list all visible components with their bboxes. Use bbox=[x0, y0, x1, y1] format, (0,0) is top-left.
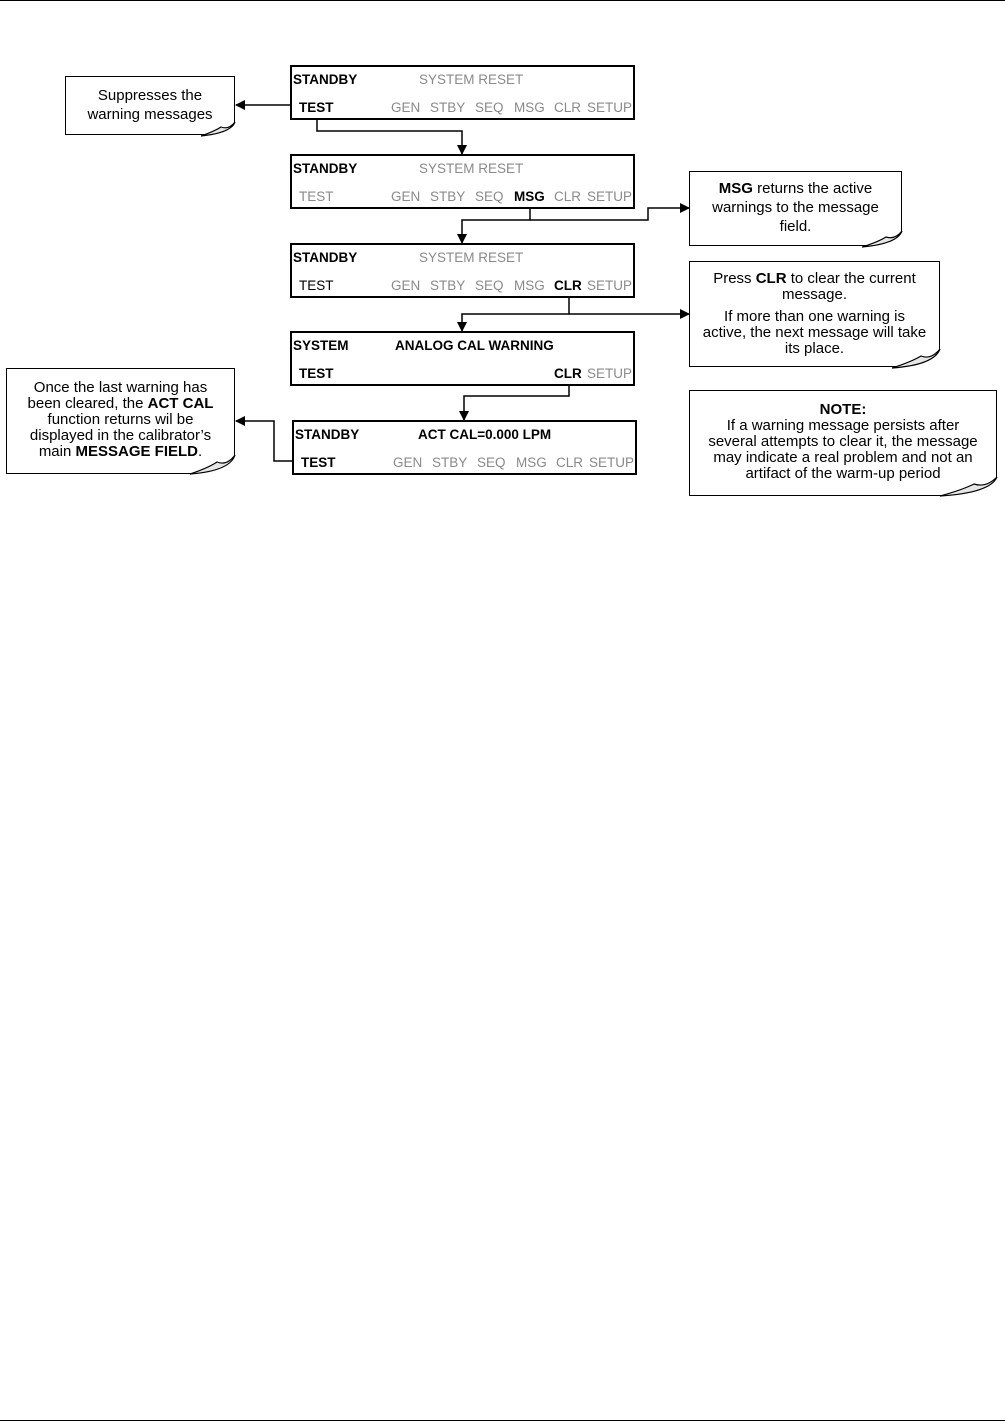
callout-text: its place. bbox=[784, 340, 845, 357]
seq-button[interactable]: SEQ bbox=[477, 455, 506, 470]
callout-text: artifact of the warm-up period bbox=[745, 465, 941, 482]
clr-button[interactable]: CLR bbox=[554, 189, 582, 204]
msg-button[interactable]: MSG bbox=[516, 455, 547, 470]
msg-button[interactable]: MSG bbox=[514, 100, 545, 115]
seq-button[interactable]: SEQ bbox=[475, 189, 504, 204]
clr-button[interactable]: CLR bbox=[554, 366, 582, 381]
callout-text: warnings to the message bbox=[712, 199, 879, 216]
clr-button[interactable]: CLR bbox=[554, 278, 582, 293]
callout-clr: Press CLR to clear the current message. … bbox=[689, 261, 940, 367]
setup-button[interactable]: SETUP bbox=[587, 189, 633, 204]
setup-button[interactable]: SETUP bbox=[589, 455, 635, 470]
callout-last-warning: Once the last warning has been cleared, … bbox=[6, 368, 235, 474]
status-label: STANDBY bbox=[295, 427, 360, 442]
arrow-clr-to-screen5 bbox=[459, 380, 570, 421]
gen-button[interactable]: GEN bbox=[391, 100, 421, 115]
test-button[interactable]: TEST bbox=[299, 100, 334, 115]
callout-text: main MESSAGE FIELD. bbox=[7, 444, 234, 460]
callout-text: been cleared, the bbox=[27, 395, 148, 412]
setup-button[interactable]: SETUP bbox=[587, 100, 633, 115]
callout-bold: MESSAGE FIELD bbox=[75, 443, 199, 460]
arrow-to-last-callout bbox=[235, 416, 295, 462]
status-label: STANDBY bbox=[293, 250, 358, 265]
callout-bold: MSG bbox=[718, 180, 753, 197]
message-field: ACT CAL=0.000 LPM bbox=[418, 427, 552, 442]
callout-text: displayed in the calibrator’s bbox=[29, 427, 212, 444]
note-title: NOTE: bbox=[819, 401, 867, 418]
status-label: STANDBY bbox=[293, 161, 358, 176]
callout-text: returns the active bbox=[752, 180, 873, 197]
callout-note: NOTE: If a warning message persists afte… bbox=[689, 390, 997, 496]
stby-button[interactable]: STBY bbox=[432, 455, 468, 470]
test-button[interactable]: TEST bbox=[299, 189, 334, 204]
callout-text: function returns wil be bbox=[47, 411, 194, 428]
callout-text: MSG returns the active bbox=[690, 181, 901, 197]
stby-button[interactable]: STBY bbox=[430, 278, 466, 293]
msg-button[interactable]: MSG bbox=[514, 278, 545, 293]
callout-text: Press CLR to clear the current bbox=[690, 271, 939, 287]
message-field: ANALOG CAL WARNING bbox=[395, 338, 554, 353]
stby-button[interactable]: STBY bbox=[430, 100, 466, 115]
callout-text: main bbox=[38, 443, 76, 460]
stby-button[interactable]: STBY bbox=[430, 189, 466, 204]
callout-msg: MSG returns the active warnings to the m… bbox=[689, 171, 902, 246]
gen-button[interactable]: GEN bbox=[393, 455, 423, 470]
display-screen-4: SYSTEM ANALOG CAL WARNING TEST CLR SETUP bbox=[290, 331, 635, 386]
page-curl-icon bbox=[201, 121, 236, 137]
callout-suppress: Suppresses the warning messages bbox=[65, 76, 235, 135]
callout-text: warning messages bbox=[87, 106, 213, 123]
callout-text: Once the last warning has bbox=[33, 379, 208, 396]
page-curl-icon bbox=[862, 230, 903, 248]
clr-button[interactable]: CLR bbox=[554, 100, 582, 115]
callout-text: several attempts to clear it, the messag… bbox=[708, 433, 978, 450]
arrow-test-to-screen2 bbox=[316, 117, 467, 155]
display-screen-1: STANDBY SYSTEM RESET TEST GEN STBY SEQ M… bbox=[290, 65, 635, 120]
arrow-msg-to-callout bbox=[530, 203, 690, 221]
callout-text: field. bbox=[779, 218, 812, 235]
callout-bold: ACT CAL bbox=[147, 395, 214, 412]
callout-text: been cleared, the ACT CAL bbox=[7, 396, 234, 412]
seq-button[interactable]: SEQ bbox=[475, 278, 504, 293]
top-rule bbox=[0, 0, 1005, 1]
page-curl-icon bbox=[892, 348, 941, 369]
status-label: STANDBY bbox=[293, 72, 358, 87]
message-field: SYSTEM RESET bbox=[419, 250, 524, 265]
status-label: SYSTEM bbox=[293, 338, 349, 353]
msg-button[interactable]: MSG bbox=[514, 189, 545, 204]
display-screen-5: STANDBY ACT CAL=0.000 LPM TEST GEN STBY … bbox=[292, 420, 637, 475]
seq-button[interactable]: SEQ bbox=[475, 100, 504, 115]
callout-text: active, the next message will take bbox=[702, 324, 927, 341]
message-field: SYSTEM RESET bbox=[419, 161, 524, 176]
arrow-clr-to-screen4 bbox=[457, 292, 570, 332]
arrow-msg-to-screen3 bbox=[457, 203, 531, 244]
callout-text: If a warning message persists after bbox=[726, 417, 960, 434]
page-curl-icon bbox=[940, 476, 998, 497]
test-button[interactable]: TEST bbox=[301, 455, 336, 470]
gen-button[interactable]: GEN bbox=[391, 278, 421, 293]
callout-text: Press bbox=[713, 270, 756, 287]
display-screen-3: STANDBY SYSTEM RESET TEST GEN STBY SEQ M… bbox=[290, 243, 635, 298]
message-field: SYSTEM RESET bbox=[419, 72, 524, 87]
page-curl-icon bbox=[190, 454, 236, 475]
callout-text: Suppresses the bbox=[97, 87, 203, 104]
gen-button[interactable]: GEN bbox=[391, 189, 421, 204]
callout-text: to clear the current bbox=[786, 270, 916, 287]
callout-text: If more than one warning is bbox=[724, 308, 905, 325]
callout-text: . bbox=[198, 443, 203, 460]
bottom-rule bbox=[0, 1420, 1005, 1421]
clr-button[interactable]: CLR bbox=[556, 455, 584, 470]
callout-text: may indicate a real problem and not an bbox=[713, 449, 973, 466]
setup-button[interactable]: SETUP bbox=[587, 278, 633, 293]
test-button[interactable]: TEST bbox=[299, 366, 334, 381]
callout-bold: CLR bbox=[755, 270, 787, 287]
display-screen-2: STANDBY SYSTEM RESET TEST GEN STBY SEQ M… bbox=[290, 154, 635, 209]
test-button[interactable]: TEST bbox=[299, 278, 334, 293]
callout-text: message. bbox=[781, 286, 848, 303]
setup-button[interactable]: SETUP bbox=[587, 366, 633, 381]
